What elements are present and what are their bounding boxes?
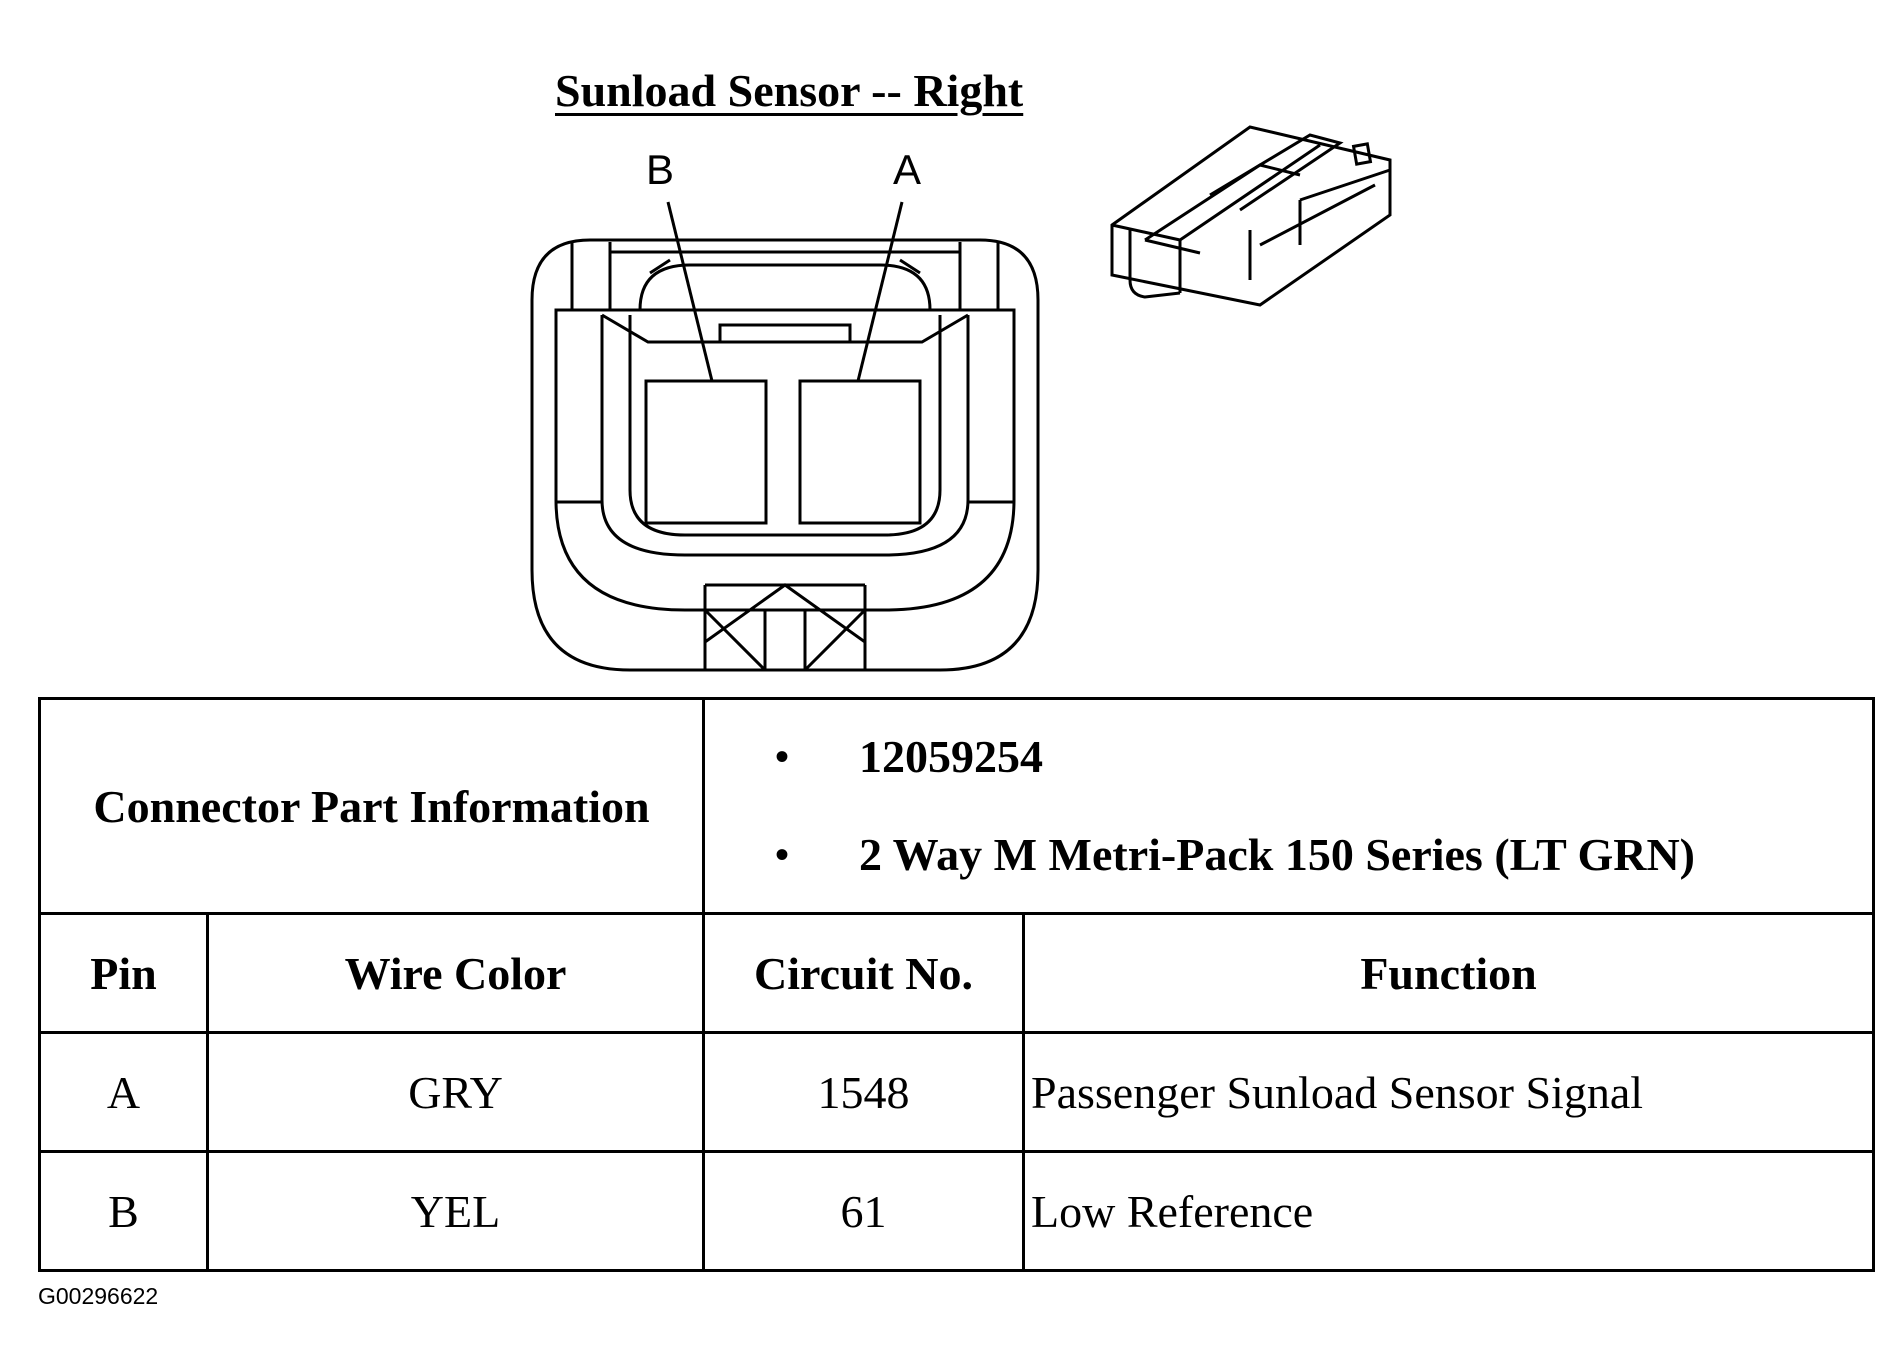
pin-label-a: A [893, 146, 921, 193]
table-row: B YEL 61 Low Reference [38, 1150, 1875, 1272]
part-description: 2 Way M Metri-Pack 150 Series (LT GRN) [775, 806, 1872, 904]
cell-circuit-no: 1548 [702, 1031, 1025, 1153]
cell-pin: A [38, 1031, 209, 1153]
figure-id: G00296622 [38, 1283, 159, 1309]
table-header-row: Pin Wire Color Circuit No. Function [38, 912, 1875, 1034]
part-info-values: 12059254 2 Way M Metri-Pack 150 Series (… [702, 697, 1875, 915]
leader-line-b [666, 201, 714, 382]
part-info-list: 12059254 2 Way M Metri-Pack 150 Series (… [775, 708, 1872, 904]
connector-outer-housing [530, 238, 1040, 672]
part-info-row: Connector Part Information 12059254 2 Wa… [38, 697, 1875, 915]
diagram-title: Sunload Sensor -- Right [555, 65, 1024, 116]
cell-wire-color: GRY [206, 1031, 705, 1153]
cell-circuit-no: 61 [702, 1150, 1025, 1272]
part-number: 12059254 [775, 708, 1872, 806]
pin-cavity-b [644, 379, 768, 525]
connector-face-diagram: B A [530, 146, 1040, 672]
connector-pinout-table: Connector Part Information 12059254 2 Wa… [38, 697, 1875, 1272]
cell-function: Passenger Sunload Sensor Signal [1022, 1031, 1875, 1153]
pin-cavity-a [798, 379, 922, 525]
table-row: A GRY 1548 Passenger Sunload Sensor Sign… [38, 1031, 1875, 1153]
header-pin: Pin [38, 912, 209, 1034]
pin-label-b: B [646, 146, 674, 193]
leader-line-a [856, 201, 904, 382]
header-circuit-no: Circuit No. [702, 912, 1025, 1034]
cell-function: Low Reference [1022, 1150, 1875, 1272]
connector-isometric-view [1110, 125, 1392, 307]
cell-wire-color: YEL [206, 1150, 705, 1272]
header-wire-color: Wire Color [206, 912, 705, 1034]
header-function: Function [1022, 912, 1875, 1034]
cell-pin: B [38, 1150, 209, 1272]
part-info-label: Connector Part Information [38, 697, 705, 915]
